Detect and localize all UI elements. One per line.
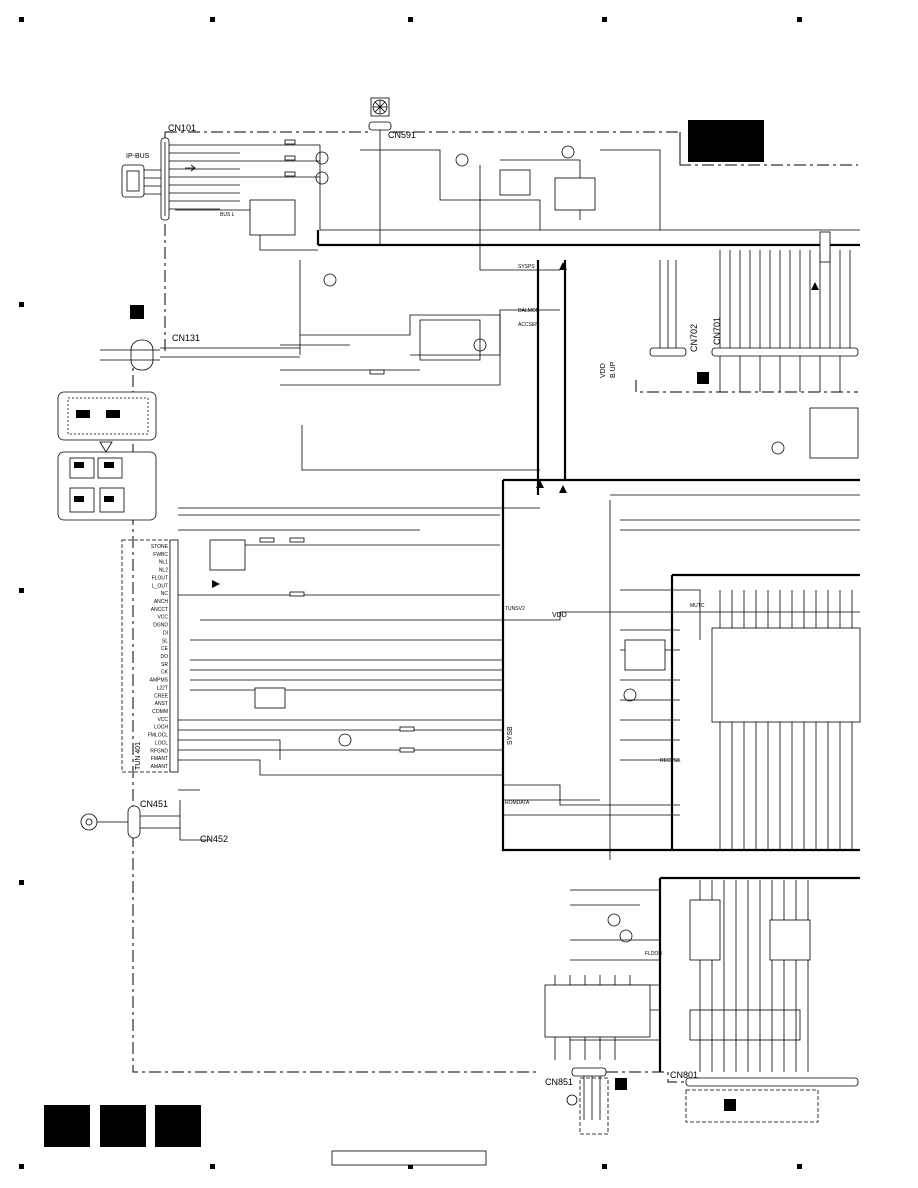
tuner-pin-label: DI (163, 630, 168, 636)
cn591-label: CN591 (388, 130, 416, 140)
cn702-label: CN702 (689, 324, 699, 352)
cn131-label: CN131 (172, 333, 200, 343)
romdata-label: ROMDATA (505, 800, 530, 806)
tuner-pin-label: RFGND (150, 748, 168, 754)
cn101-label: CN101 (168, 123, 196, 133)
tuner-pin-label: FWBC (153, 552, 168, 558)
wiring (175, 130, 860, 1041)
ip-bus-connector-icon (121, 164, 162, 198)
tuner-pin-label: NL2 (159, 568, 168, 574)
ic801-block (711, 590, 861, 850)
dalmon-label: DALMON (518, 308, 540, 314)
tuner-pin-label: DGND (153, 623, 168, 629)
marker-square-d (724, 1099, 736, 1111)
components (209, 139, 859, 961)
marker-square-a (130, 305, 144, 319)
ic851-block (544, 880, 809, 1072)
marker-square-b (697, 372, 709, 384)
cn801-label: CN801 (670, 1070, 698, 1080)
bus-l-label: BUS L (220, 212, 235, 218)
tuner-pin-label: FMLOCL (148, 733, 169, 739)
cn131-connector-icon (100, 339, 300, 371)
arrows (212, 262, 819, 588)
tuner-pin-label: SL (162, 638, 168, 644)
tuner-pin-label: VCC (157, 717, 168, 723)
tuner-label: TUN 401 (135, 742, 142, 770)
connector-pictogram (57, 391, 157, 521)
tuner-pin-label: ANCH (154, 599, 169, 605)
cn451-connector-icon (80, 805, 180, 839)
tuner-pin-label: CK (161, 670, 169, 676)
fan-icon (368, 97, 392, 131)
tuner-pin-label: CREE (154, 693, 169, 699)
mutc-label: MUTC (690, 603, 705, 609)
tuner-pin-label: FLOUT (152, 575, 168, 581)
cn452-label: CN452 (200, 834, 228, 844)
marker-square-c (615, 1078, 627, 1090)
title-block-1 (44, 1105, 90, 1147)
ip-bus-label: IP-BUS (126, 153, 150, 160)
grid-markers (19, 17, 802, 1169)
vdd-label: VDD (600, 363, 607, 378)
tuner-pin-label: LOCL (155, 740, 168, 746)
title-block-2 (100, 1105, 146, 1147)
recvse-label: RECVSE (660, 758, 681, 764)
tuner-pin-label: L22T (157, 685, 168, 691)
tuner-pin-label: SR (161, 662, 168, 668)
tuner-pin-label: AMPMS (150, 678, 169, 684)
tuner-pin-label: ANST (155, 701, 168, 707)
tuner-pin-label: COMM (152, 709, 168, 715)
title-block-top (688, 120, 764, 162)
cn701-label: CN701 (712, 317, 722, 345)
cn851-label: CN851 (545, 1077, 573, 1087)
tuner-pin-label: DO (161, 654, 169, 660)
tuner-pin-label: ANCCT (151, 607, 168, 613)
cn851-connector-icon (566, 1067, 609, 1135)
tunsv2-label: TUNSV2 (505, 606, 525, 612)
accsen-label: ACCSEN (518, 322, 539, 328)
board-outline (132, 131, 858, 1083)
sysps-label: SYSPS (518, 264, 535, 270)
tuner-pin-label: LOCH (154, 725, 168, 731)
sysb-label: SYSB (507, 726, 514, 745)
cn702-pins (649, 260, 687, 357)
tuner-pin-label: VCC (157, 615, 168, 621)
vdd-label-2: VDD (552, 612, 567, 619)
fldon-label: FLDON (645, 951, 662, 957)
cn101-pins (160, 137, 240, 221)
tuner-pin-label: AMANT (151, 764, 169, 770)
tuner-pin-label: NL1 (159, 560, 168, 566)
tuner-pin-label: STONE (151, 544, 169, 550)
cn451-label: CN451 (140, 799, 168, 809)
cn801-connector-icon (685, 1077, 859, 1123)
footer-box (331, 1150, 487, 1166)
tuner-pin-label: NC (161, 591, 169, 597)
tuner-pin-label: CE (161, 646, 169, 652)
cn701-pins (711, 250, 859, 392)
tuner-pin-label: FMANT (151, 756, 168, 762)
bup-label: B.UP (610, 361, 617, 378)
tuner-module (121, 539, 179, 773)
bus-lines (316, 230, 860, 1072)
title-block-3 (155, 1105, 201, 1147)
tuner-pin-label: L_OUT (152, 583, 168, 589)
